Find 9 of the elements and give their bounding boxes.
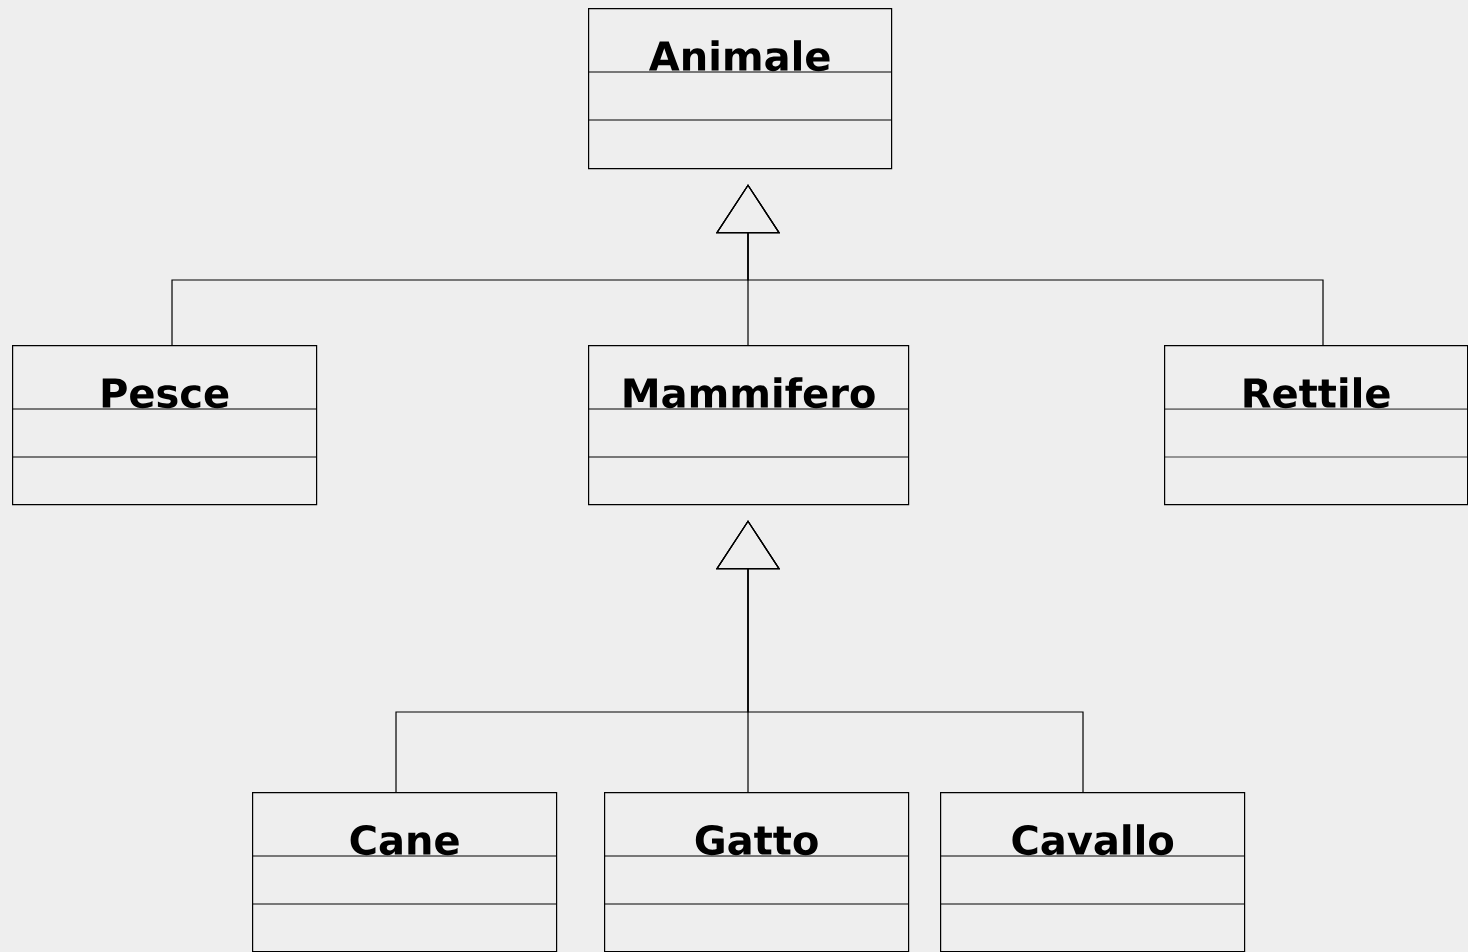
class-box: Cane [251,792,558,952]
class-box: Rettile [1163,345,1468,506]
class-box: Gatto [603,792,910,952]
class-box: Pesce [11,345,318,506]
inheritance-arrow [715,520,1084,793]
class-box: Mammifero [587,345,910,506]
class-box: Animale [587,8,893,170]
class-box: Cavallo [939,792,1246,952]
inheritance-arrow [715,184,1324,346]
